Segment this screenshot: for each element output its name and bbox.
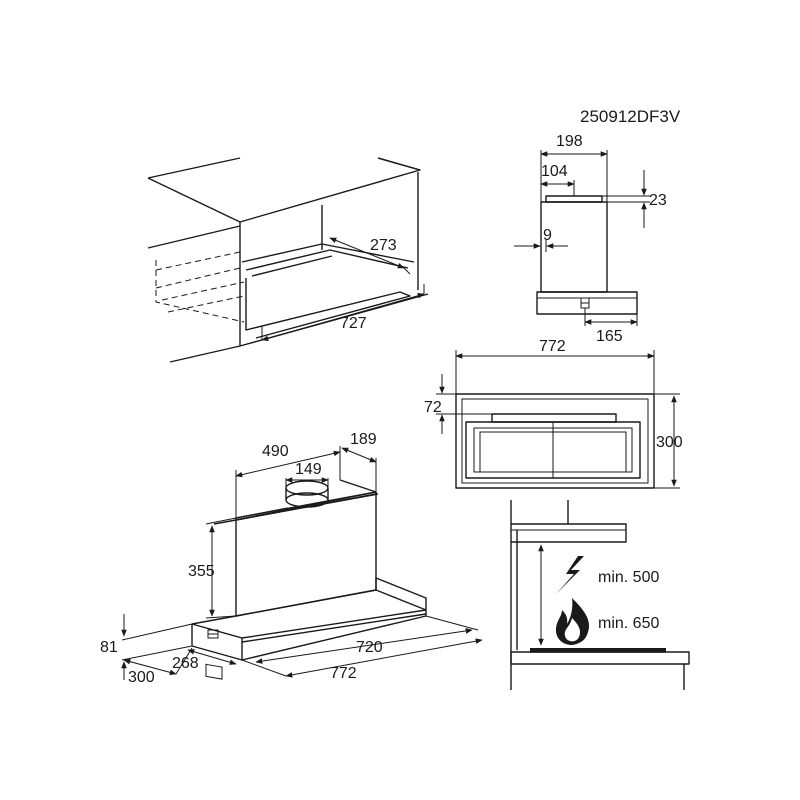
cabinet-width-label: 727: [340, 315, 367, 332]
iso-view: 490 189 149 355 81 300 268 720 77: [100, 431, 483, 686]
side-wall-label: 9: [543, 227, 552, 244]
side-width-label: 198: [556, 133, 583, 150]
front-width-label: 772: [539, 338, 566, 355]
iso-total-width-label: 772: [330, 665, 357, 682]
iso-height-label: 355: [188, 563, 215, 580]
electric-clearance-label: min. 500: [598, 569, 659, 586]
clearance-view: min. 500 min. 650: [510, 500, 690, 690]
gas-clearance-label: min. 650: [598, 615, 659, 632]
outlet-offset-label: 104: [541, 163, 568, 180]
iso-outlet-label: 149: [295, 461, 322, 478]
iso-side-depth-label: 300: [128, 669, 155, 686]
iso-base-height-label: 81: [100, 639, 118, 656]
model-code: 250912DF3V: [580, 107, 681, 126]
iso-width-label: 490: [262, 443, 289, 460]
cabinet-depth-label: 273: [370, 237, 397, 254]
lightning-icon: [556, 556, 584, 594]
flame-icon: [555, 598, 590, 645]
iso-depth-label: 189: [350, 431, 377, 448]
iso-inner-width-label: 720: [356, 639, 383, 656]
cabinet-view: 273 727: [147, 157, 429, 363]
side-front-label: 165: [596, 328, 623, 345]
side-view: 198 104 23 9 165: [514, 133, 667, 345]
front-height-label: 300: [656, 434, 683, 451]
side-top-label: 23: [649, 192, 667, 209]
front-view: 772 72 300: [424, 338, 683, 489]
iso-inner-depth-label: 268: [172, 655, 199, 672]
front-top-label: 72: [424, 399, 442, 416]
